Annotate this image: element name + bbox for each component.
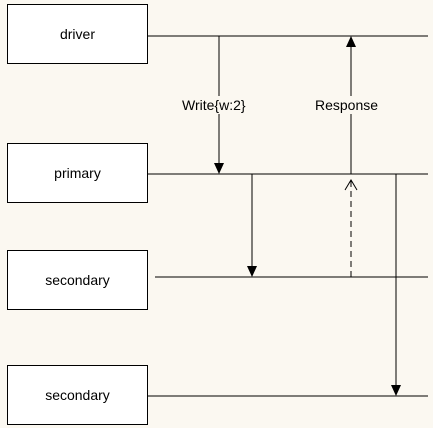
message-label-write: Write{w:2} bbox=[180, 96, 248, 114]
participant-driver: driver bbox=[7, 4, 148, 64]
arrow-ack-dashed bbox=[344, 179, 358, 277]
participant-label: secondary bbox=[45, 272, 110, 288]
participant-label: primary bbox=[54, 165, 101, 181]
message-label-response: Response bbox=[313, 96, 381, 114]
participant-label: secondary bbox=[45, 387, 110, 403]
participant-label: driver bbox=[59, 26, 95, 42]
participant-primary: primary bbox=[7, 143, 148, 203]
arrow-replicate-secondary-1 bbox=[247, 174, 257, 277]
participant-secondary: secondary bbox=[7, 365, 148, 425]
arrow-replicate-secondary-2 bbox=[391, 174, 401, 396]
participant-secondary: secondary bbox=[7, 250, 148, 310]
